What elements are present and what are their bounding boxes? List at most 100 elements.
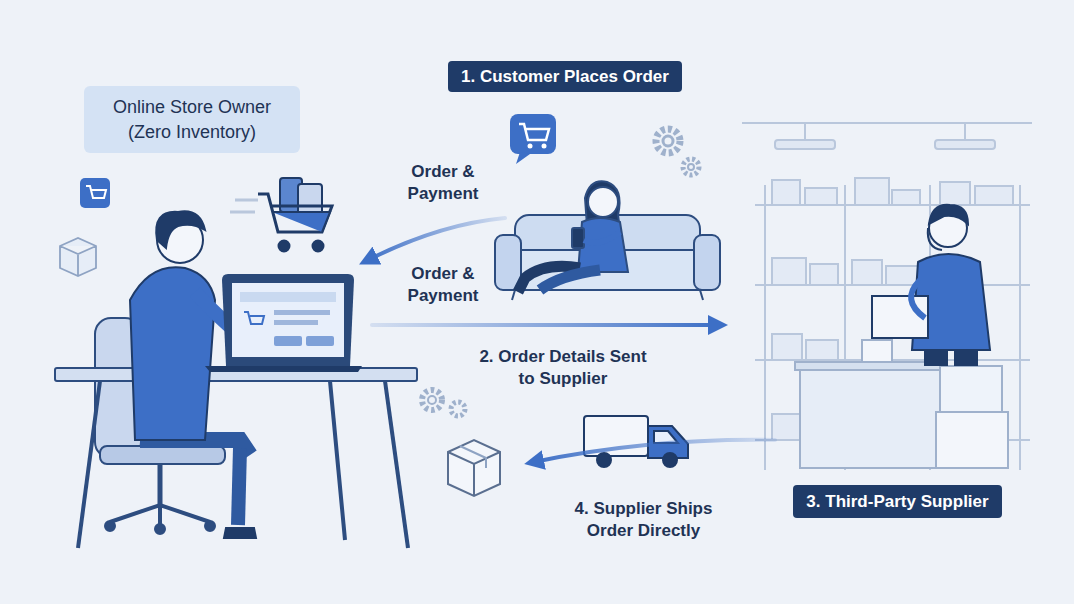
illustration-part [422,390,442,410]
illustration-part [224,528,256,538]
illustration-part [911,280,925,318]
node-text: 1. Customer Places Order [461,67,669,87]
illustration-part [772,414,802,440]
illustration-part [86,186,106,198]
store-owner [130,211,274,538]
illustration-part [519,124,549,140]
illustration-part [584,232,620,243]
laptop [205,274,362,372]
flow-label: Order & Payment [397,262,489,308]
illustration-part [588,187,618,217]
illustration-part [862,340,892,362]
illustration-part [940,366,1002,412]
illustration-part [279,241,289,251]
illustration-part [663,453,677,467]
illustration-part [298,184,322,214]
illustration-part [155,524,165,534]
illustration-part [60,238,96,276]
illustration-part [806,340,838,360]
illustration-part [330,381,345,540]
illustration-part [306,336,334,346]
illustration-part [232,283,344,357]
illustration-part [683,159,699,175]
illustration-part [955,350,977,365]
illustration-part [238,448,240,525]
illustration-part [935,140,995,149]
warehouse [742,123,1032,470]
illustration-part [258,194,332,232]
illustration-part [795,362,945,370]
illustration-part [800,368,940,468]
illustration-part [772,258,806,285]
illustration-part [940,182,970,205]
illustration-part [272,212,330,232]
illustration-part [700,290,703,300]
illustration-part [810,264,838,285]
step-pill: 3. Third-Party Supplier [793,485,1002,518]
illustration-part [274,336,302,346]
illustration-part [964,123,966,140]
illustration-part [572,228,584,248]
illustration-part [936,412,1008,468]
illustration-part [775,140,835,149]
illustration-part [205,366,362,372]
role-box: Online Store Owner (Zero Inventory) [84,86,300,153]
illustration-part [460,446,486,468]
flow-arrows [368,218,775,462]
illustration-part [663,136,673,146]
packing-counter [795,340,1008,468]
illustration-part [764,185,766,470]
illustration-part [385,381,408,548]
illustration-part [805,188,837,205]
illustration-part [688,164,694,170]
illustration-part [80,178,110,208]
customer-on-sofa [495,181,720,300]
illustration-part [230,211,255,214]
node-text: Online Store Owner (Zero Inventory) [96,95,288,144]
cart-chat-icon [510,114,556,164]
illustration-part [804,123,806,140]
illustration-part [578,218,628,272]
illustration-part [512,290,515,300]
illustration-part [742,122,1032,124]
illustration-part [528,144,533,149]
flow-label: 4. Supplier Ships Order Directly [558,497,729,543]
supplier-worker [872,205,990,365]
step-pill: 1. Customer Places Order [448,61,682,92]
illustration-part [925,350,947,365]
illustration-part [158,464,163,505]
illustration-part [451,402,465,416]
illustration-part [510,114,556,154]
illustration-part [100,446,225,464]
illustration-part [240,292,336,302]
parcel-icon [448,440,500,496]
illustration-part [205,521,215,531]
illustration-part [428,396,436,404]
node-text: 3. Third-Party Supplier [806,492,988,512]
illustration-part [368,218,505,260]
illustration-part [274,320,318,325]
illustration-part [928,228,942,250]
illustration-part [1019,185,1021,470]
illustration-part [78,381,100,548]
owner-icons [60,178,110,276]
illustration-part [772,180,800,205]
illustration-part [852,260,882,285]
illustration-part [105,521,115,531]
illustration-part [222,274,354,366]
desk [55,368,417,548]
illustration-part [244,312,264,324]
illustration-part [534,440,775,462]
shopping-cart [230,178,332,251]
illustration-part [892,190,920,205]
illustration-part [855,178,889,205]
flow-label: Order & Payment [397,160,489,206]
illustration-part [772,334,802,360]
illustration-part [313,241,323,251]
illustration-part [448,452,500,496]
illustration-part [516,152,530,164]
illustration-part [597,453,611,467]
illustration-part [235,199,258,202]
illustration-part [540,270,600,290]
